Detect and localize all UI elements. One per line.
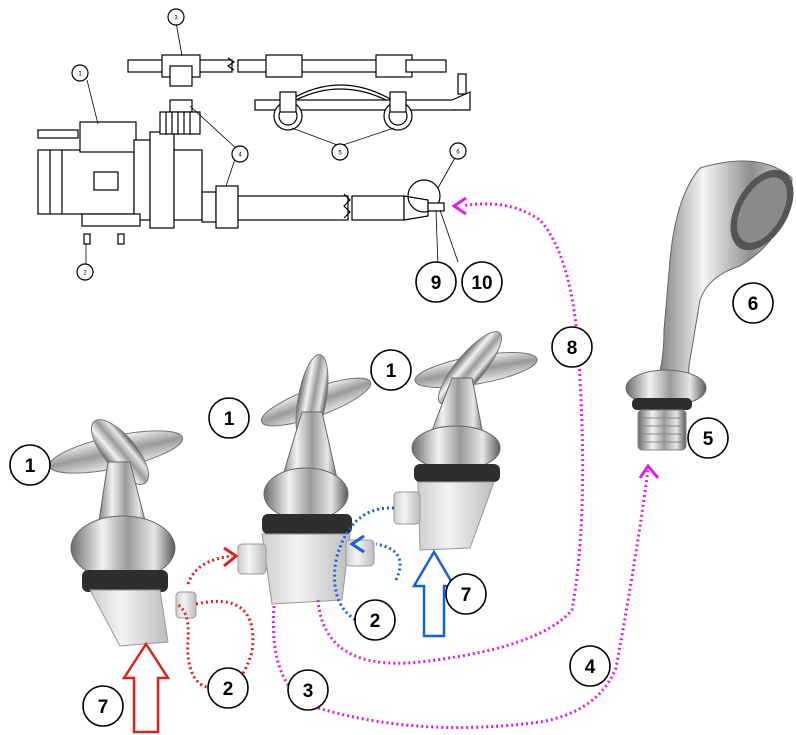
schematic-label-2: 2 <box>76 263 94 281</box>
callout-shower-head: 6 <box>732 282 774 324</box>
schematic-label-1: 1 <box>71 64 89 82</box>
schematic-label-5: 5 <box>331 143 349 161</box>
valve-left <box>48 419 197 647</box>
hot-inlet-arrow <box>121 641 171 734</box>
hand-shower <box>625 160 794 451</box>
callout-valve-left: 1 <box>9 444 51 486</box>
schematic-label-4: 4 <box>231 145 249 163</box>
svg-text:8: 8 <box>567 338 578 359</box>
svg-text:6: 6 <box>748 294 759 315</box>
hose-line-4 <box>271 463 660 730</box>
callout-valve-right: 1 <box>370 349 412 391</box>
clamp-rail <box>254 73 471 131</box>
suction-pipe <box>237 179 445 221</box>
callout-hot-loop: 2 <box>207 667 249 709</box>
svg-text:1: 1 <box>78 72 82 78</box>
callout-shower-connector: 5 <box>687 417 729 459</box>
svg-text:2: 2 <box>370 611 381 632</box>
svg-text:1: 1 <box>386 361 397 382</box>
callout-cold-loop: 2 <box>354 599 396 641</box>
cold-inlet-arrow <box>411 549 457 638</box>
svg-text:7: 7 <box>461 585 472 606</box>
pump-schematic: 1 3 4 5 6 2 <box>37 8 471 281</box>
svg-text:2: 2 <box>83 271 87 277</box>
svg-text:9: 9 <box>431 273 442 294</box>
callout-hose-to-pump: 8 <box>551 326 593 368</box>
callout-outlet-middle: 3 <box>287 669 329 711</box>
callout-pipe-end-10: 10 <box>461 261 503 303</box>
schematic-label-6: 6 <box>449 142 467 160</box>
valve-right <box>393 331 538 551</box>
svg-text:5: 5 <box>338 151 342 157</box>
svg-text:5: 5 <box>703 429 714 450</box>
svg-text:4: 4 <box>238 153 242 159</box>
svg-text:10: 10 <box>471 273 492 294</box>
cold-water-loop <box>333 506 402 626</box>
callout-pipe-end-9: 9 <box>415 261 457 303</box>
callout-cold-inlet: 7 <box>445 573 487 615</box>
svg-text:3: 3 <box>303 681 314 702</box>
callout-hot-inlet: 7 <box>82 685 124 727</box>
hose-line-8 <box>316 196 585 665</box>
pump-motor <box>37 99 239 245</box>
svg-text:1: 1 <box>25 456 36 477</box>
svg-text:1: 1 <box>224 409 235 430</box>
valve-middle <box>237 354 375 605</box>
svg-text:7: 7 <box>98 697 109 718</box>
svg-text:4: 4 <box>585 657 596 678</box>
tee-pipe <box>127 54 447 87</box>
callout-hose-to-shower: 4 <box>569 645 611 687</box>
callout-valve-middle: 1 <box>208 397 250 439</box>
svg-text:6: 6 <box>456 150 460 156</box>
svg-text:3: 3 <box>174 16 178 22</box>
leader-lines <box>85 21 459 269</box>
schematic-label-3: 3 <box>167 8 185 26</box>
svg-text:2: 2 <box>223 679 234 700</box>
